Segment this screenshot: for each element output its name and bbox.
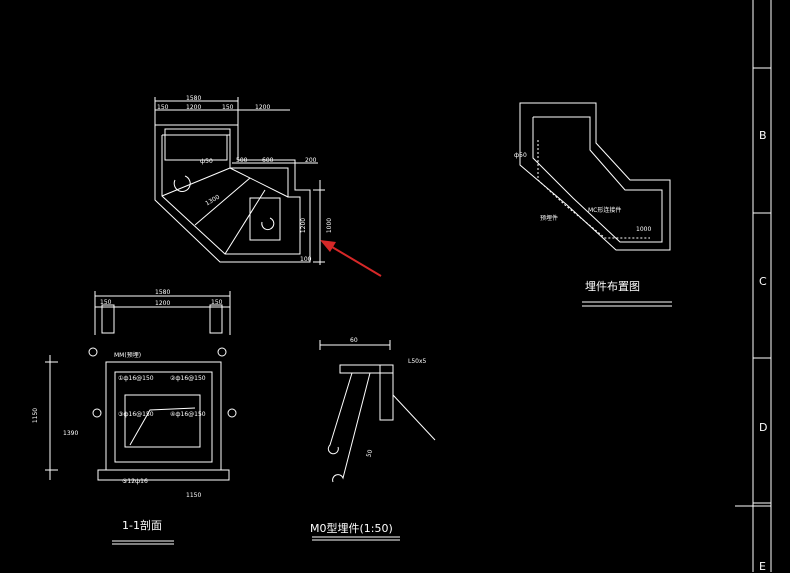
layout-view xyxy=(519,102,672,307)
layout-label-3: 预埋件 xyxy=(540,215,559,222)
plan-dim-150b: 150 xyxy=(222,104,234,111)
plan-annotation: ф50 xyxy=(200,158,213,165)
m0-detail xyxy=(312,340,436,541)
section-view xyxy=(45,291,237,545)
plan-dim-1200c: 1200 xyxy=(300,217,308,234)
section-dim-1580: 1580 xyxy=(155,289,171,296)
title-block-letter-d: D xyxy=(759,421,768,434)
section-dim-1390: 1390 xyxy=(63,430,79,437)
layout-title: 埋件布置图 xyxy=(585,280,640,293)
plan-view xyxy=(154,97,325,265)
layout-label-4: 1000 xyxy=(636,226,652,233)
section-dim-150b: 150 xyxy=(211,299,223,306)
section-tag-rebar-2: ②ф16@150 xyxy=(170,375,206,382)
section-tag-rebar-3: ③ф16@150 xyxy=(118,411,154,418)
section-tag-bottom-1: ⑤12ф16 xyxy=(122,478,148,485)
plan-dim-1000: 1000 xyxy=(326,217,334,234)
plan-dim-1580: 1580 xyxy=(186,95,202,102)
m0-dim-top: 60 xyxy=(350,337,358,344)
layout-label-2: MC形连接件 xyxy=(588,207,622,214)
section-tag-top-left: MM(预埋) xyxy=(114,352,142,359)
section-title: 1-1剖面 xyxy=(122,519,162,532)
plan-dim-500: 500 xyxy=(236,157,248,164)
section-tag-bottom-2: 1150 xyxy=(186,492,202,499)
section-dim-1150: 1150 xyxy=(32,407,40,424)
plan-dim-1200a: 1200 xyxy=(186,104,202,111)
m0-title: M0型埋件(1:50) xyxy=(310,522,393,535)
red-pointer-arrow xyxy=(320,240,382,277)
title-block-letter-b: B xyxy=(759,129,767,142)
layout-label-1: ф50 xyxy=(514,152,527,159)
section-tag-rebar-1: ①ф16@150 xyxy=(118,375,154,382)
section-dim-1200: 1200 xyxy=(155,300,171,307)
section-dim-150a: 150 xyxy=(100,299,112,306)
plan-dim-200: 200 xyxy=(305,157,317,164)
plan-dim-1200b: 1200 xyxy=(255,104,271,111)
title-block-letter-c: C xyxy=(759,275,767,288)
plan-dim-600: 600 xyxy=(262,157,274,164)
title-block-letter-e: E xyxy=(759,560,766,573)
section-tag-rebar-4: ④ф16@150 xyxy=(170,411,206,418)
m0-callout: L50x5 xyxy=(408,358,427,365)
plan-dim-150a: 150 xyxy=(157,104,169,111)
title-block xyxy=(735,0,772,572)
plan-dim-100: 100 xyxy=(300,256,312,263)
